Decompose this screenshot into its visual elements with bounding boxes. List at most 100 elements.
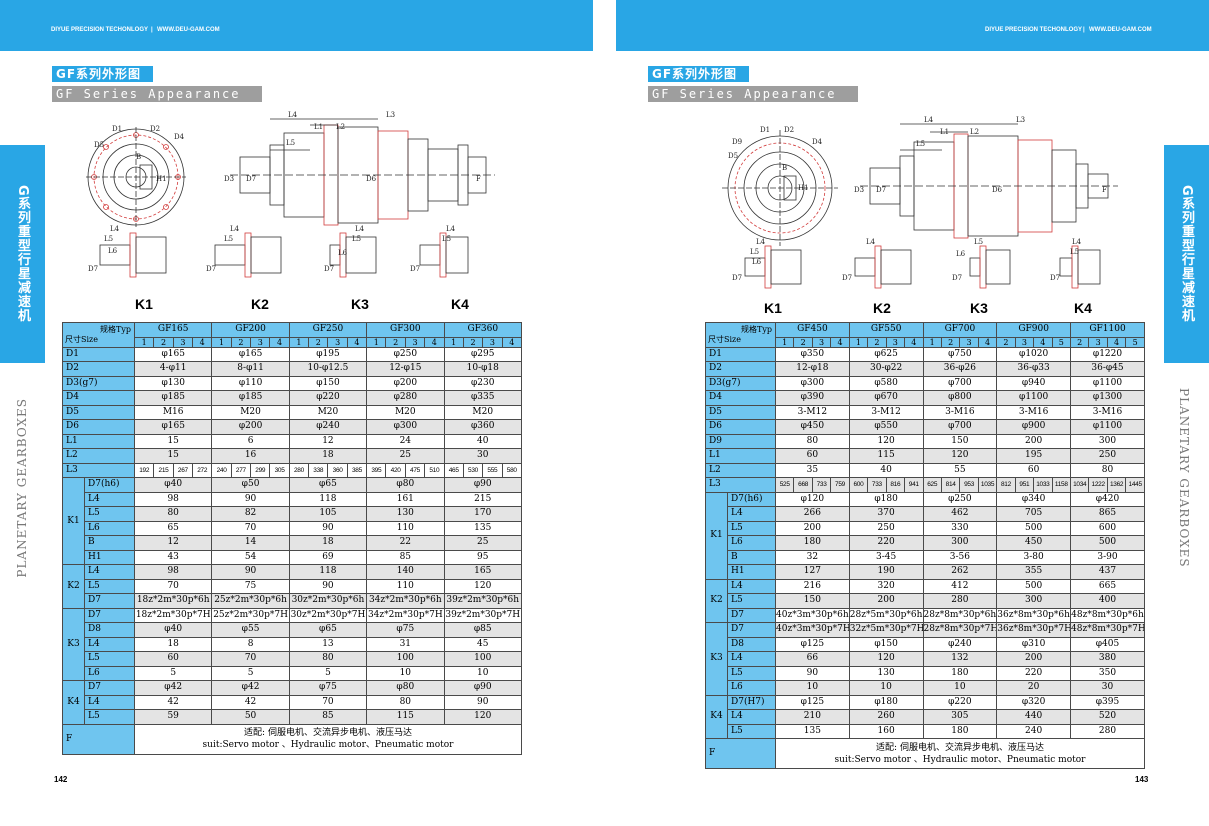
value-cell: 10 xyxy=(848,680,924,696)
l3-cell: 510 xyxy=(424,462,445,478)
value-cell: 85 xyxy=(366,549,445,565)
row-label: L5 xyxy=(84,651,135,667)
ratio-cell: 1 xyxy=(211,336,232,348)
value-cell: 135 xyxy=(443,520,522,536)
svg-text:D4: D4 xyxy=(812,138,823,146)
value-cell: 39z*2m*30p*7H xyxy=(443,607,522,623)
ratio-cell: 2 xyxy=(462,336,484,348)
l3-cell: 395 xyxy=(366,462,387,478)
value-cell: 127 xyxy=(775,564,850,580)
l3-cell: 1035 xyxy=(977,477,998,493)
value-cell: φ250 xyxy=(922,491,998,507)
l3-cell: 816 xyxy=(885,477,906,493)
ratio-cell: 1 xyxy=(443,336,464,348)
value-cell: 22 xyxy=(366,535,445,551)
value-cell: 190 xyxy=(848,564,924,580)
l3-cell: 360 xyxy=(327,462,348,478)
value-cell: 90 xyxy=(775,665,850,681)
page-title-en: GF Series Appearance xyxy=(52,86,262,102)
k4-label: K4 xyxy=(451,296,469,312)
value-cell: 34z*2m*30p*6h xyxy=(366,593,445,609)
value-cell: 18 xyxy=(288,535,368,551)
group-label: K4 xyxy=(705,694,728,739)
value-cell: 69 xyxy=(288,549,368,565)
value-cell: φ625 xyxy=(848,346,924,362)
group-label: K3 xyxy=(705,622,728,696)
ratio-cell: 4 xyxy=(346,336,368,348)
value-cell: φ165 xyxy=(133,346,213,362)
value-cell: φ405 xyxy=(1070,636,1145,652)
svg-text:D5: D5 xyxy=(94,141,104,149)
value-cell: 120 xyxy=(443,709,522,725)
ratio-cell: 4 xyxy=(424,336,445,348)
value-cell: 350 xyxy=(1070,665,1145,681)
value-cell: 45 xyxy=(443,636,522,652)
value-cell: φ295 xyxy=(443,346,522,362)
ratio-cell: 2 xyxy=(867,336,887,348)
page-number: 142 xyxy=(54,775,68,784)
svg-text:B: B xyxy=(782,164,787,172)
svg-text:D6: D6 xyxy=(366,175,377,183)
value-cell: φ310 xyxy=(996,636,1071,652)
value-cell: 150 xyxy=(775,593,850,609)
svg-text:L4: L4 xyxy=(1072,238,1082,246)
ratio-cell: 3 xyxy=(404,336,426,348)
model-header: GF550 xyxy=(848,322,924,338)
k1-label: K1 xyxy=(135,296,153,312)
value-cell: φ240 xyxy=(288,419,368,435)
value-cell: 90 xyxy=(288,578,368,594)
ratio-cell: 5 xyxy=(1125,336,1145,348)
ratio-cell: 2 xyxy=(1069,336,1090,348)
value-cell: φ350 xyxy=(775,346,850,362)
value-cell: 220 xyxy=(848,535,924,551)
value-cell: 200 xyxy=(775,520,850,536)
value-cell: 82 xyxy=(211,506,290,522)
row-label: L1 xyxy=(62,433,135,449)
value-cell: 300 xyxy=(996,593,1071,609)
value-cell: 36-φ33 xyxy=(996,361,1071,377)
page-title-cn: GF系列外形图 xyxy=(648,66,749,82)
value-cell: 10 xyxy=(366,665,445,681)
l3-cell: 580 xyxy=(501,462,523,478)
value-cell: 15 xyxy=(133,433,213,449)
page-title-cn: GF系列外形图 xyxy=(52,66,153,82)
value-cell: 25 xyxy=(366,448,445,464)
value-cell: 80 xyxy=(1070,462,1145,478)
separator: | xyxy=(1083,27,1085,33)
l3-cell: 1222 xyxy=(1088,477,1108,493)
row-label: H1 xyxy=(84,549,135,565)
value-cell: M20 xyxy=(288,404,368,420)
value-cell: 118 xyxy=(288,564,368,580)
value-cell: φ42 xyxy=(211,680,290,696)
value-cell: M20 xyxy=(443,404,522,420)
value-cell: φ1300 xyxy=(1070,390,1145,406)
page-title-en: GF Series Appearance xyxy=(648,86,858,102)
value-cell: 437 xyxy=(1070,564,1145,580)
row-label: L5 xyxy=(727,665,776,681)
value-cell: φ320 xyxy=(996,694,1071,710)
value-cell: 3-M12 xyxy=(775,404,850,420)
svg-text:D2: D2 xyxy=(784,126,794,134)
row-label: D4 xyxy=(705,390,776,406)
value-cell: 28z*5m*30p*6h xyxy=(848,607,924,623)
svg-text:L6: L6 xyxy=(956,250,966,258)
value-cell: 600 xyxy=(1070,520,1145,536)
brand-name: DIYUE PRECISION TECHONLOGY xyxy=(51,27,149,33)
ratio-cell: 3 xyxy=(1088,336,1108,348)
value-cell: φ165 xyxy=(211,346,290,362)
value-cell: φ300 xyxy=(775,375,850,391)
k2-label: K2 xyxy=(251,296,269,312)
svg-text:L3: L3 xyxy=(1016,116,1025,124)
ratio-cell: 1 xyxy=(288,336,310,348)
